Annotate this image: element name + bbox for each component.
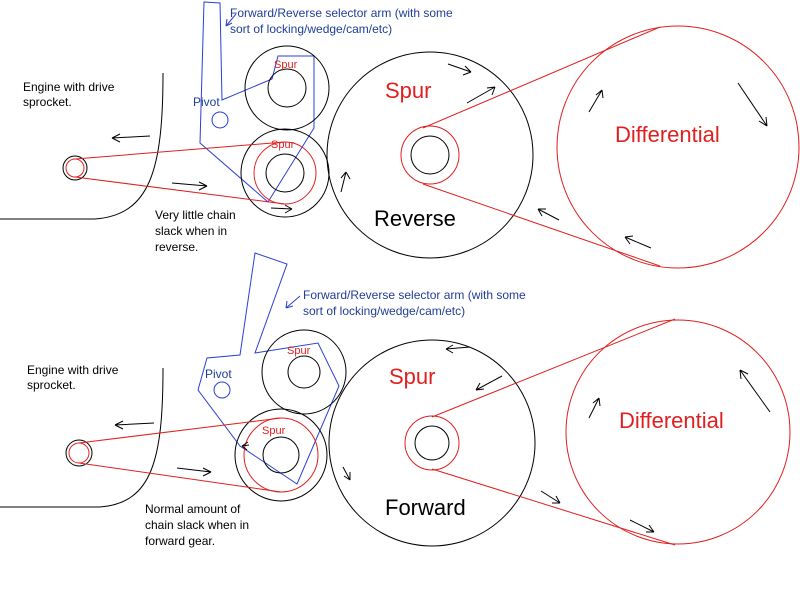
spur-small-upper-top — [244, 45, 330, 131]
engine-chain-top — [74, 141, 286, 205]
engine-label-bottom-2: sprocket. — [27, 378, 76, 392]
differential-bottom — [565, 319, 791, 545]
selector-label-top-1: Forward/Reverse selector arm (with some — [230, 6, 453, 20]
engine-housing-top — [0, 72, 164, 220]
reverse-diagram: Forward/Reverse selector arm (with some … — [0, 1, 800, 269]
pivot-circle-bottom — [213, 381, 231, 399]
note-top-3: reverse. — [155, 240, 198, 254]
engine-label-top-2: sprocket. — [23, 95, 72, 109]
engine-housing-bottom — [0, 367, 164, 508]
engine-chain-bottom — [78, 417, 282, 493]
forward-diagram: Forward/Reverse selector arm (with some … — [0, 252, 791, 548]
spur-large-bottom — [328, 339, 536, 547]
spur-large-chain-bottom — [404, 415, 460, 471]
engine-sprocket-top — [62, 155, 88, 181]
spur-small-lower-hub-bottom — [262, 436, 300, 474]
engine-sprocket-chain-top — [65, 158, 85, 178]
spur-large-label-top: Spur — [385, 78, 431, 103]
spur-small-lower-label-top: Spur — [271, 139, 295, 151]
selector-label-top-2: sort of locking/wedge/cam/etc) — [230, 22, 392, 36]
spur-small-lower-bottom — [234, 408, 328, 502]
differential-label-bottom: Differential — [619, 408, 724, 433]
pivot-label-top: Pivot — [193, 95, 220, 109]
spur-large-label-bottom: Spur — [389, 364, 435, 389]
engine-sprocket-bottom — [65, 439, 93, 467]
gear-mode-label-bottom: Forward — [385, 495, 466, 520]
note-top-2: slack when in — [155, 224, 227, 238]
note-bottom-1: Normal amount of — [145, 502, 241, 516]
differential-label-top: Differential — [615, 122, 720, 147]
spur-small-upper-bottom — [261, 329, 347, 415]
engine-label-top-1: Engine with drive — [23, 80, 115, 94]
spur-small-upper-label-bottom: Spur — [287, 345, 311, 357]
spur-large-top — [326, 51, 534, 259]
spur-small-upper-hub-top — [267, 68, 307, 108]
engine-sprocket-chain-bottom — [68, 442, 90, 464]
note-bottom-2: chain slack when in — [145, 518, 249, 532]
spur-small-upper-hub-bottom — [287, 355, 321, 389]
spur-small-lower-label-bottom: Spur — [262, 425, 286, 437]
spur-large-hub-top — [410, 135, 450, 175]
selector-label-bottom-2: sort of locking/wedge/cam/etc) — [303, 304, 465, 318]
spur-small-upper-label-top: Spur — [274, 59, 298, 71]
selector-label-bottom-1: Forward/Reverse selector arm (with some — [303, 288, 526, 302]
spur-large-hub-bottom — [414, 425, 450, 461]
pivot-label-bottom: Pivot — [205, 367, 232, 381]
gear-mode-label-top: Reverse — [374, 206, 456, 231]
diff-chain-bottom — [431, 318, 676, 546]
diff-chain-top — [422, 26, 661, 267]
differential-top — [556, 25, 800, 269]
note-bottom-3: forward gear. — [145, 534, 215, 548]
spur-large-chain-top — [400, 125, 460, 185]
selector-arm-top — [199, 1, 315, 203]
spur-small-lower-hub-top — [265, 153, 305, 193]
pivot-circle-top — [211, 111, 229, 129]
spur-small-lower-chain-top — [253, 141, 317, 205]
note-top-1: Very little chain — [155, 208, 236, 222]
selector-arm-bottom — [197, 252, 340, 485]
engine-label-bottom-1: Engine with drive — [27, 363, 119, 377]
